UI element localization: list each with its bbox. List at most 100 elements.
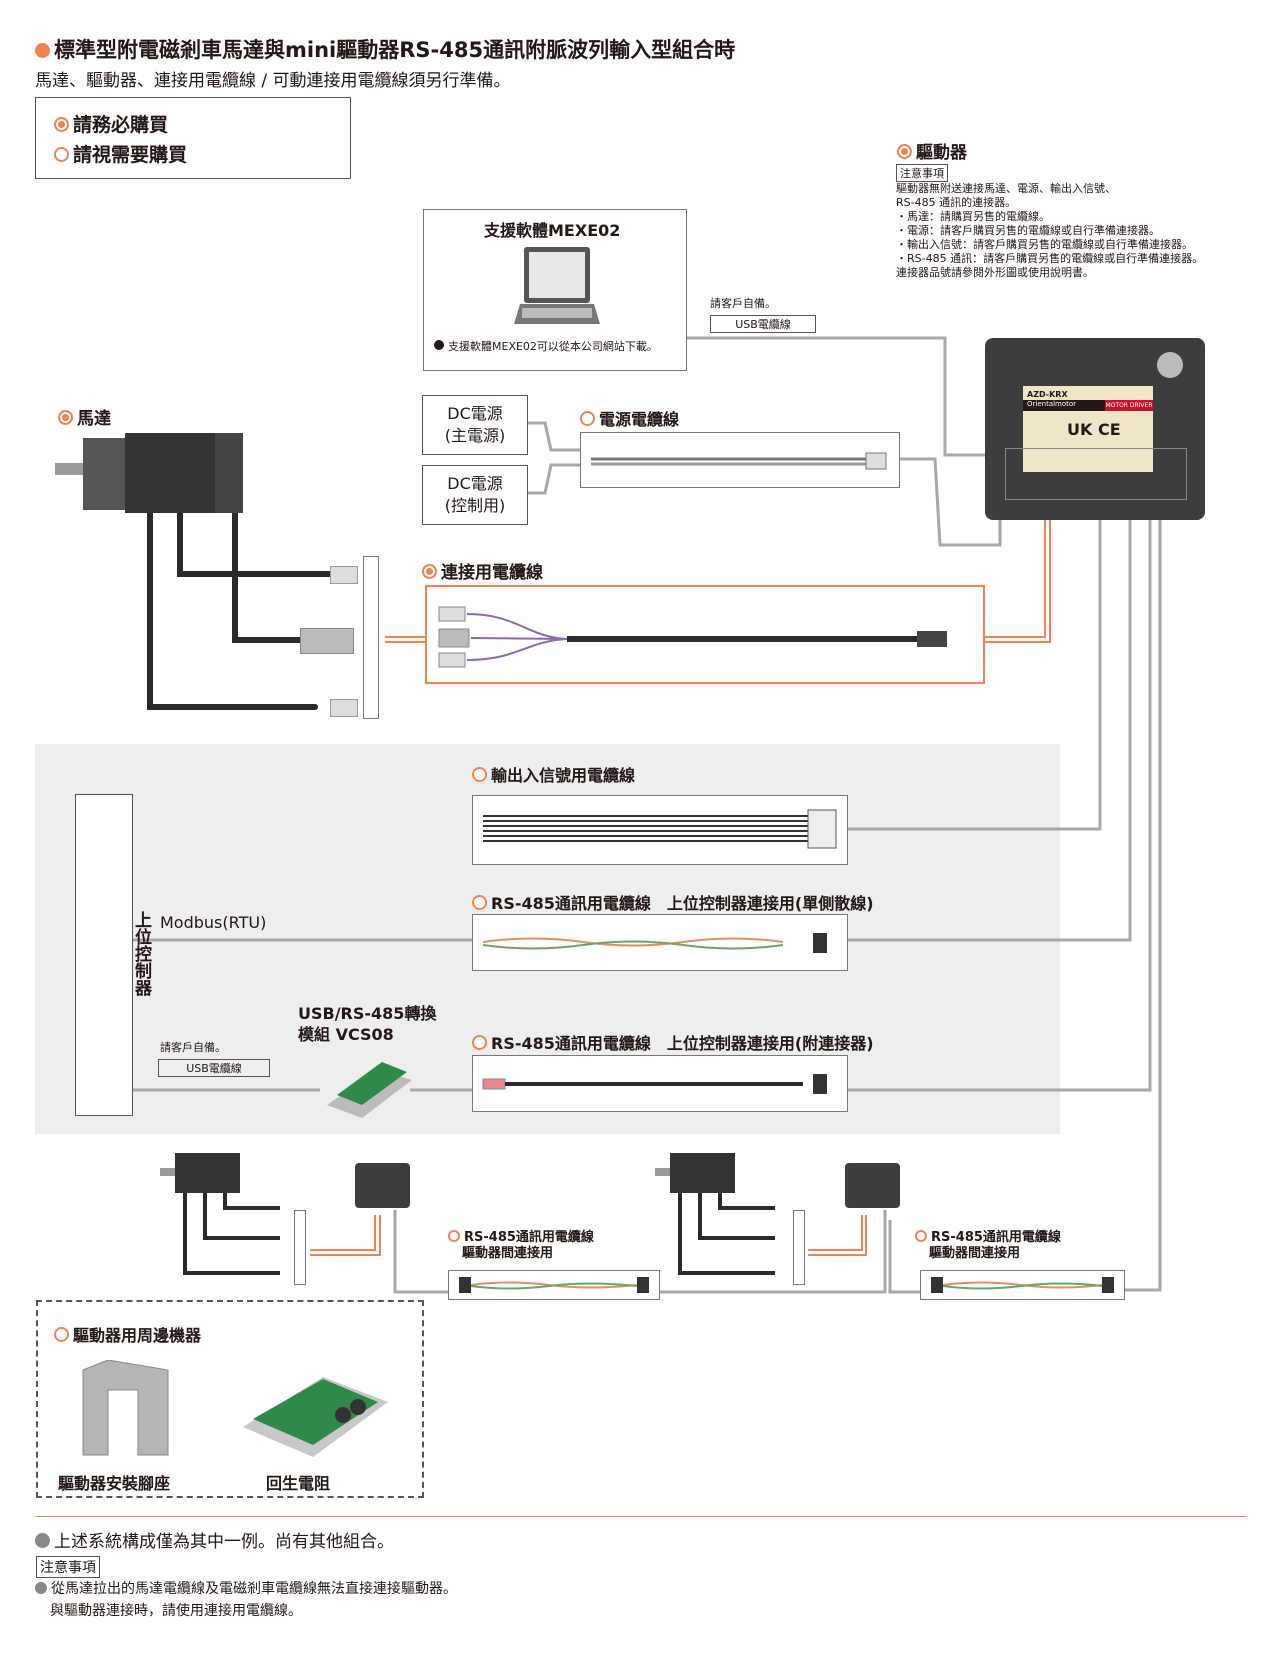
modbus-label: Modbus(RTU) [160, 913, 267, 932]
motor-driver-set-1 [160, 1153, 280, 1275]
driver-note-5: ・輸出入信號：請客戶購買另售的電纜線或自行準備連接器。 [896, 238, 1193, 251]
legend-required: 請務必購買 [54, 110, 168, 137]
rs485-single-label: RS-485通訊用電纜線 上位控制器連接用(單側散線) [472, 890, 874, 914]
rs485-between1-label: RS-485通訊用電纜線 驅動器間連接用 [448, 1230, 594, 1262]
connector-icon [330, 699, 358, 717]
io-cable-label: 輸出入信號用電纜線 [472, 762, 635, 786]
dc-main-box: DC電源 (主電源) [422, 395, 528, 455]
software-box: 支援軟體MEXE02 支援軟體MEXE02可以從本公司網站下載。 [423, 209, 687, 371]
dc-ctrl-line1: DC電源 [447, 474, 503, 493]
bullet-icon [35, 43, 50, 58]
resistor-label: 回生電阻 [266, 1474, 331, 1493]
motor-driver-set-2 [655, 1153, 775, 1275]
rs485-conn-label: RS-485通訊用電纜線 上位控制器連接用(附連接器) [472, 1030, 874, 1054]
connector-icon [330, 566, 358, 584]
rs485-between1-icon [459, 1277, 649, 1293]
ce-mark-icon: UK CE [1067, 420, 1121, 439]
power-cable-label: 電源電纜線 [580, 406, 679, 430]
usb-top-note: 請客戶自備。 [710, 297, 776, 310]
dc-ctrl-line2: (控制用) [444, 496, 506, 515]
conn-cable-icon [438, 606, 947, 668]
rs485-line-3 [1125, 520, 1162, 1292]
host-label: 上位控制器 [131, 911, 151, 996]
motor-cable-1 [177, 507, 338, 577]
rs485-line-2 [848, 520, 1152, 1092]
legend-optional: 請視需要購買 [54, 140, 187, 167]
optional-icon [472, 1035, 487, 1050]
footer-line1: 上述系統構成僅為其中一例。尚有其他組合。 [35, 1527, 394, 1552]
connector-icon [300, 628, 354, 654]
driver-brand: Orientalmotor [1027, 400, 1077, 408]
driver-unit: AZD-KRX Orientalmotor MOTOR DRIVER UK CE [985, 338, 1205, 520]
required-icon [897, 144, 912, 159]
rs485-single-box [472, 914, 848, 971]
optional-icon [472, 767, 487, 782]
software-note: 支援軟體MEXE02可以從本公司網站下載。 [434, 340, 658, 354]
dc-main-line1: DC電源 [447, 404, 503, 423]
optional-icon [54, 147, 69, 162]
converter-line1: USB/RS-485轉換 [298, 1004, 437, 1023]
dc-ctrl-line [528, 463, 580, 495]
io-cable-icon [483, 809, 837, 849]
rs485-single-icon [482, 933, 827, 953]
bullet-icon [35, 1582, 47, 1594]
mini-driver-2 [845, 1163, 900, 1208]
page-subtitle: 馬達、驅動器、連接用電纜線 / 可動連接用電纜線須另行準備。 [35, 71, 511, 91]
orange-conn-right [985, 520, 1051, 643]
driver-model: AZD-KRX [1027, 390, 1068, 399]
rs485-between2-label: RS-485通訊用電纜線 驅動器間連接用 [915, 1230, 1061, 1262]
connector-area [1005, 448, 1187, 500]
page-title: 標準型附電磁剎車馬達與mini驅動器RS-485通訊附脈波列輸入型組合時 [35, 34, 735, 64]
rotary-switch-icon [1157, 352, 1183, 378]
between-line-1b [660, 1210, 887, 1294]
usb-line-top [682, 336, 1005, 457]
software-label: 支援軟體MEXE02 [484, 221, 621, 240]
driver-brand-bar: Orientalmotor MOTOR DRIVER [1023, 400, 1153, 411]
rs485-conn-box [472, 1055, 848, 1112]
motor-cable-2 [232, 507, 303, 643]
mini-driver-1 [355, 1163, 410, 1208]
converter-label: USB/RS-485轉換 模組 VCS08 [298, 1003, 436, 1045]
driver-note-tag: 注意事項 [896, 164, 948, 182]
rs485-line-1 [848, 520, 1132, 942]
motor-connector-strip [363, 556, 379, 719]
driver-note-2: RS-485 通訊的連接器。 [896, 196, 1017, 209]
required-icon [422, 564, 437, 579]
required-icon [58, 410, 73, 425]
driver-note-7: 連接器品號請參閱外形圖或使用說明書。 [896, 266, 1094, 279]
footer-note2: 與驅動器連接時，請使用連接用電纜線。 [50, 1603, 302, 1619]
driver-type: MOTOR DRIVER [1105, 400, 1153, 411]
driver-note-1: 驅動器無附送連接馬達、電源、輸出入信號、 [896, 182, 1116, 195]
legend-box: 請務必購買 請視需要購買 [35, 97, 351, 179]
rs485-between1-line2: 驅動器間連接用 [462, 1246, 554, 1261]
optional-icon [472, 895, 487, 910]
bracket-label: 驅動器安裝腳座 [58, 1474, 171, 1493]
orange-mini-2 [808, 1215, 867, 1256]
resistor-board-icon [243, 1377, 388, 1457]
motor-cable-3 [147, 502, 318, 710]
rs485-conn-icon [482, 1074, 827, 1094]
optional-icon [915, 1230, 927, 1242]
orange-conn-left [385, 636, 425, 643]
driver-note-3: ・馬達：請購買另售的電纜線。 [896, 210, 1050, 223]
bullet-icon [35, 1533, 50, 1548]
rs485-between1-box [448, 1270, 660, 1300]
host-controller-box: 上位控制器 [75, 794, 151, 1116]
io-line [848, 520, 1102, 831]
usb-top-tag: USB電纜線 [710, 315, 816, 333]
driver-note-6: ・RS-485 通訊：請客戶購買另售的電纜線或自行準備連接器。 [896, 252, 1204, 265]
optional-icon [580, 411, 595, 426]
orange-mini-1 [310, 1215, 381, 1256]
between-line-1a [393, 1210, 448, 1294]
dc-ctrl-box: DC電源 (控制用) [422, 465, 528, 525]
power-to-driver [900, 457, 1002, 547]
rs485-between2-line2: 驅動器間連接用 [929, 1246, 1021, 1261]
power-cable-icon [591, 452, 887, 470]
footer-note1: 從馬達拉出的馬達電纜線及電磁剎車電纜線無法直接連接驅動器。 [35, 1578, 457, 1598]
dc-main-line [528, 421, 580, 452]
usb-bottom-tag: USB電纜線 [158, 1059, 270, 1077]
laptop-icon [514, 247, 600, 324]
driver-note-4: ・電源：請客戶購買另售的電纜線或自行準備連接器。 [896, 224, 1160, 237]
peripheral-label: 驅動器用周邊機器 [54, 1322, 201, 1346]
